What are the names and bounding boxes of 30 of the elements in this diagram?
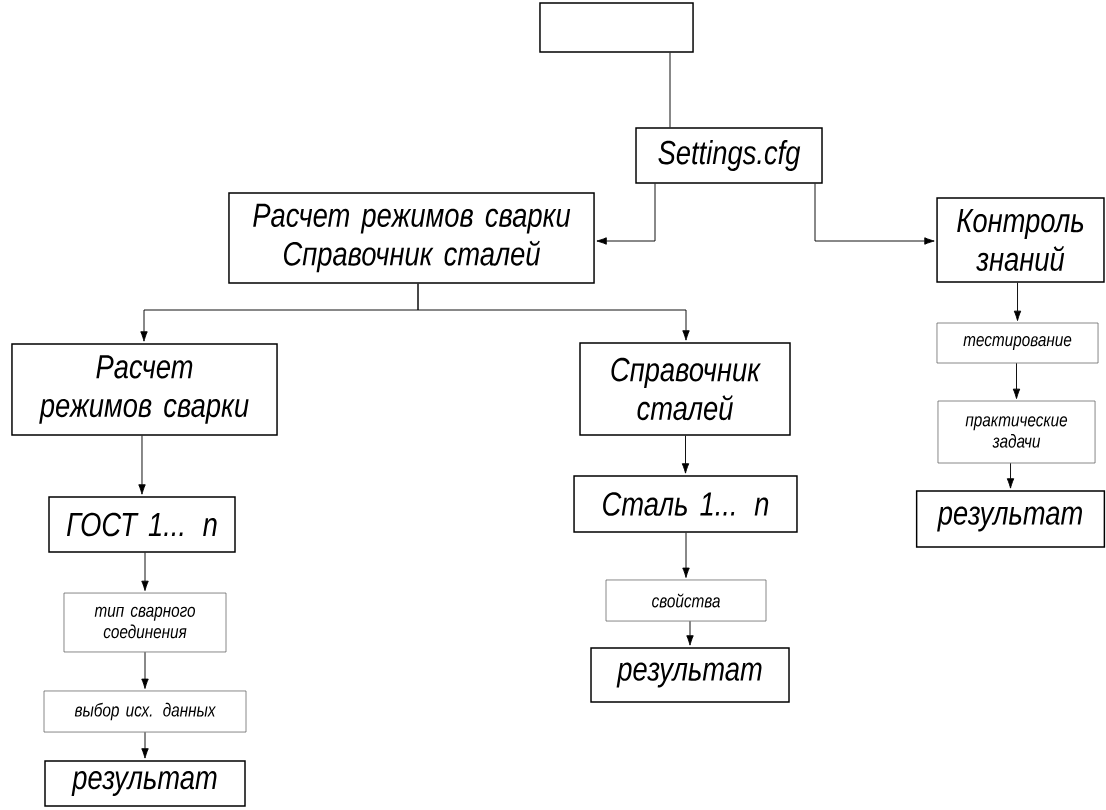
arrow [682,532,690,578]
arrow [138,435,146,495]
process-box: тип сварного соединения [63,592,227,653]
arrow [1013,282,1022,321]
arrow [1012,362,1021,399]
process-box: Справочник сталей [579,342,791,436]
process-box: практические задачи [937,400,1096,464]
arrow [141,552,149,592]
arrow [417,283,690,341]
arrow [141,651,149,689]
process-box: Расчет режимов сварки Справочник сталей [228,192,595,284]
arrow [141,731,149,759]
arrow [681,435,690,474]
connector-line [669,52,671,128]
process-box: свойства [605,579,767,622]
process-box: Расчет режимов сварки [11,343,278,436]
arrow [596,183,656,245]
process-box: Settings.cfg [635,127,823,184]
process-box: Сталь 1... n [573,475,798,533]
arrow [686,620,694,646]
process-box: результат [915,490,1106,548]
process-box: результат [44,760,246,807]
process-box: Контроль знаний [936,197,1105,283]
arrow [1006,462,1015,489]
process-box: тестирование [936,322,1099,364]
process-box: результат [590,647,790,703]
process-box: ГОСТ 1... n [48,496,236,553]
process-box: выбор исх. данных [43,690,247,733]
arrow [814,183,935,245]
empty-box [539,2,694,53]
